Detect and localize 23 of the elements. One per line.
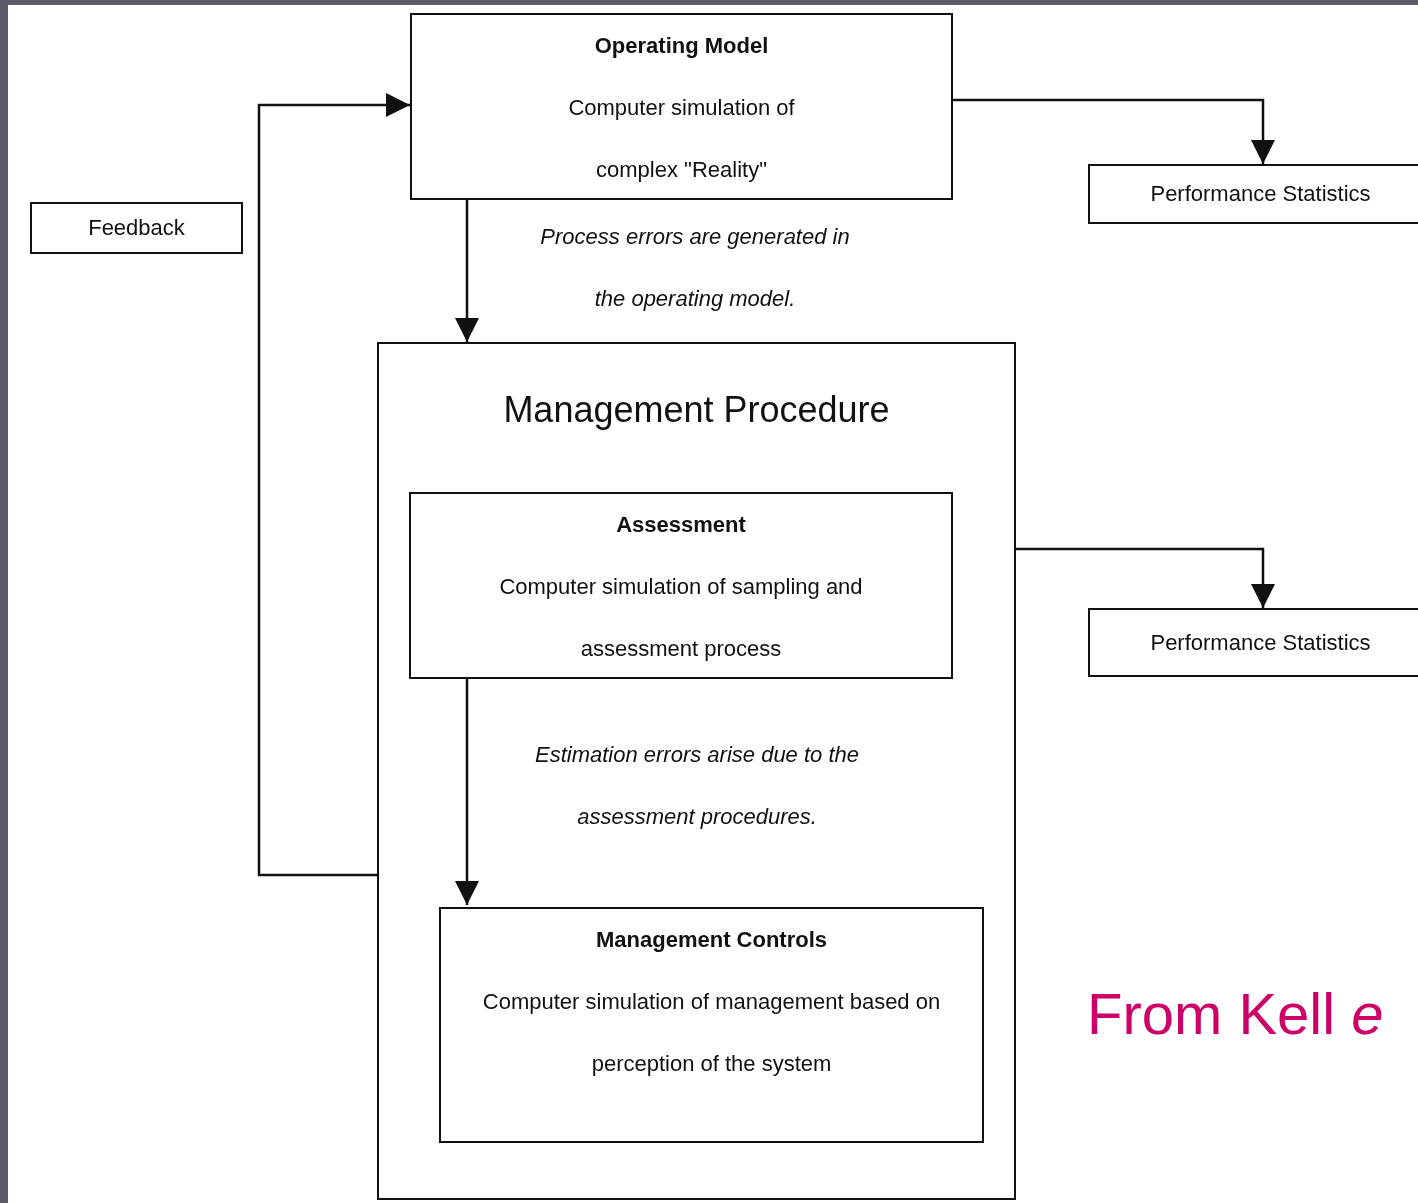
box-label: Feedback <box>88 215 185 241</box>
process-box <box>409 492 953 679</box>
output-box <box>1088 164 1418 224</box>
box-description: Computer simulation of sampling and assessment process <box>498 573 864 663</box>
group-box <box>377 342 1016 1200</box>
arrow <box>953 98 1275 164</box>
box-title: Management Controls <box>596 926 827 954</box>
arrow <box>1016 547 1275 608</box>
box-description: Computer simulation of complex "Reality" <box>567 94 796 184</box>
process-box <box>410 13 953 200</box>
box-title: Operating Model <box>594 32 769 60</box>
source-note: From Kell e <box>1087 985 1384 1043</box>
arrow <box>257 93 410 877</box>
box-title: Management Procedure <box>503 388 890 432</box>
box-label: Performance Statistics <box>1150 629 1371 656</box>
arrow <box>455 200 479 342</box>
output-box <box>1088 608 1418 677</box>
box-title: Assessment <box>616 511 746 539</box>
box-label: Performance Statistics <box>1150 181 1371 207</box>
box-description: Computer simulation of management based on perception of the system <box>481 988 942 1078</box>
process-box <box>439 907 984 1143</box>
label-box <box>30 202 243 254</box>
arrow <box>455 677 479 905</box>
